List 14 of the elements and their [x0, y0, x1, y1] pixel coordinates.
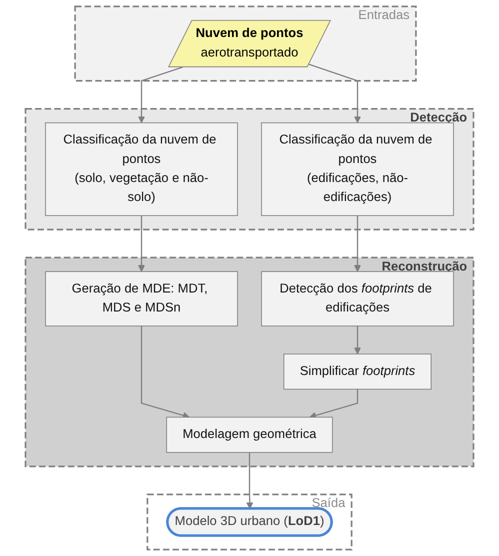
node-box: Simplificar footprints: [283, 354, 432, 390]
node-box: Classificação da nuvem de pontos (edificações, não-edificações): [261, 122, 454, 216]
arrow: [354, 326, 362, 354]
arrow: [354, 216, 362, 272]
arrow: [309, 389, 358, 419]
node-box: Geração de MDE: MDT, MDS e MDSn: [45, 271, 238, 326]
node-box: Modelagem geométrica: [166, 416, 333, 453]
node-box: Classificação da nuvem de pontos (solo, vegetação e não-solo): [45, 122, 238, 216]
arrow: [246, 452, 254, 510]
arrow: [138, 66, 183, 124]
arrow: [138, 216, 146, 272]
arrow: [308, 64, 362, 124]
arrow: [140, 326, 190, 419]
node-box: Detecção dos footprints de edificações: [261, 271, 454, 326]
